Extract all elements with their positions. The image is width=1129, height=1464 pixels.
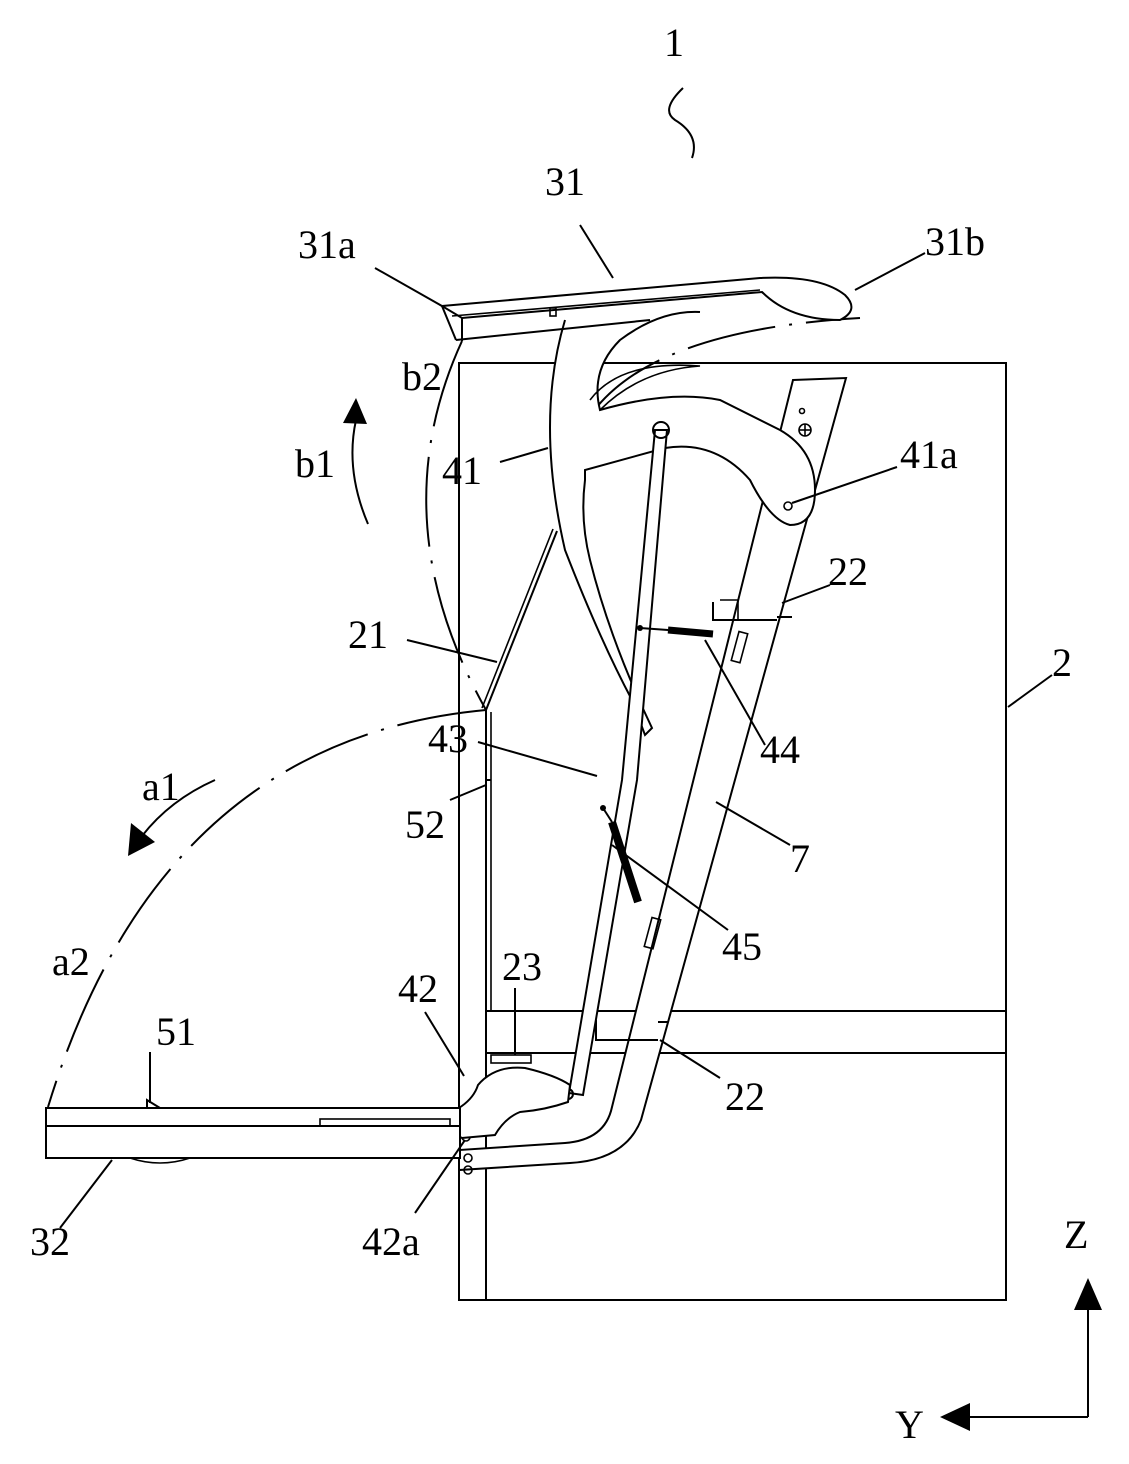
label-22-bottom: 22 <box>725 1074 765 1119</box>
springs <box>600 625 714 904</box>
axis-indicator <box>940 1278 1102 1431</box>
label-21: 21 <box>348 612 388 657</box>
label-z-axis: Z <box>1064 1212 1088 1257</box>
label-b2: b2 <box>402 354 442 399</box>
label-41: 41 <box>442 448 482 493</box>
y-arrow-icon <box>940 1403 970 1431</box>
top-flap <box>438 276 853 341</box>
label-1: 1 <box>664 20 684 65</box>
label-52: 52 <box>405 802 445 847</box>
label-b1: b1 <box>295 441 335 486</box>
label-a2: a2 <box>52 939 90 984</box>
label-a1: a1 <box>142 764 180 809</box>
brackets <box>490 599 792 1064</box>
front-panel <box>481 528 558 1011</box>
lower-arm <box>425 1066 572 1140</box>
leader-lines <box>59 224 1053 1229</box>
cabinet-body <box>458 362 1007 1301</box>
label-45: 45 <box>722 924 762 969</box>
label-44: 44 <box>760 727 800 772</box>
label-31a: 31a <box>298 222 356 267</box>
label-43: 43 <box>428 716 468 761</box>
label-7: 7 <box>790 836 810 881</box>
label-22-top: 22 <box>828 549 868 594</box>
label-41a: 41a <box>900 432 958 477</box>
rotation-arrows <box>128 398 369 856</box>
upper-arm <box>549 310 817 737</box>
label-31b: 31b <box>925 219 985 264</box>
label-23: 23 <box>502 944 542 989</box>
label-y-axis: Y <box>895 1402 924 1447</box>
label-51: 51 <box>156 1009 196 1054</box>
label-42a: 42a <box>362 1219 420 1264</box>
label-2: 2 <box>1052 640 1072 685</box>
label-31: 31 <box>545 159 585 204</box>
motion-arcs <box>47 317 861 1108</box>
z-arrow-icon <box>1074 1278 1102 1310</box>
label-32: 32 <box>30 1219 70 1264</box>
label-42: 42 <box>398 966 438 1011</box>
label-1-leader <box>668 87 695 159</box>
reference-labels: 1 31 31a 31b b2 b1 41 41a 22 21 2 44 43 … <box>30 20 1088 1447</box>
bottom-tray <box>45 1098 461 1164</box>
